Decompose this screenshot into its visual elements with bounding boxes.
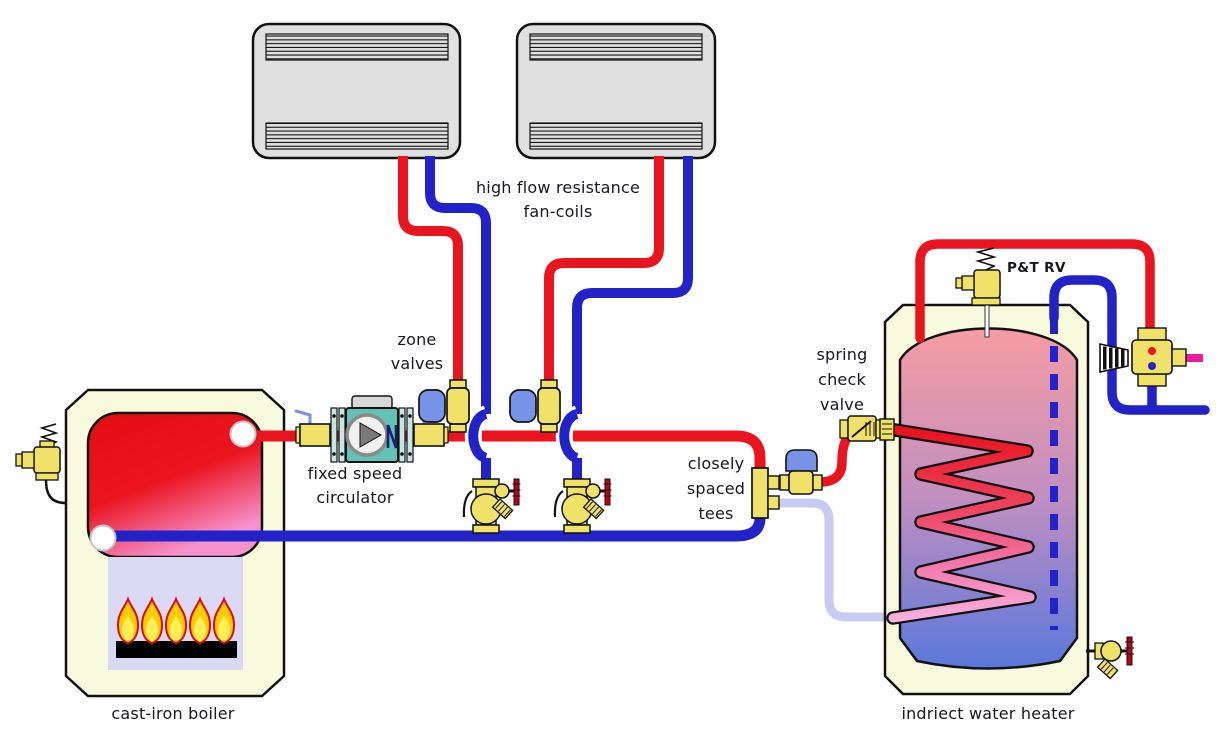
mixing-valve [1099, 327, 1187, 387]
zone-valves-label: valves [391, 354, 444, 373]
tees-label: spaced [687, 479, 745, 498]
louver-grille [265, 33, 449, 61]
fan-coils-label: high flow resistance [476, 178, 640, 197]
check-valve-label: check [818, 370, 866, 389]
zone-valves-label: zone [398, 330, 437, 349]
isolation-valve-right [413, 423, 445, 447]
supply-riser-2 [544, 156, 664, 436]
return-riser-1 [425, 156, 491, 414]
check-valve-label: valve [820, 395, 864, 414]
zone-valve-2 [509, 379, 561, 433]
cold-port-dot [1148, 362, 1156, 370]
hot-port-dot [1148, 347, 1156, 355]
circulator-label: circulator [316, 488, 394, 507]
closely-spaced-tees [751, 467, 780, 519]
cold-water-pipe [1049, 275, 1210, 415]
dhw-zone-valve [779, 449, 823, 495]
pt-relief-valve [955, 247, 1001, 338]
return-main-pipe [108, 517, 766, 542]
tees-label: tees [698, 504, 733, 523]
isolation-valve-left [299, 423, 331, 447]
isolation-handle-left [294, 409, 312, 425]
fan-coil-1 [251, 22, 462, 160]
heat-exchanger-coil [882, 422, 1037, 625]
return-riser-2 [572, 156, 693, 414]
louver-grille [529, 122, 703, 150]
tank-wall-fitting [879, 418, 895, 441]
pt-rv-label: P&T RV [1007, 260, 1066, 276]
pipe-crossover-2 [559, 409, 580, 463]
fan-coil-2 [515, 22, 717, 160]
boiler-label: cast-iron boiler [111, 704, 234, 723]
indirect-water-heater [882, 303, 1090, 696]
check-valve-label: spring [816, 345, 867, 364]
circulator-label: fixed speed [308, 464, 403, 483]
pump-symbol-n [386, 424, 398, 449]
fan-coils-label: fan-coils [524, 202, 593, 221]
tees-label: closely [688, 454, 745, 473]
spring-check-valve [839, 415, 885, 442]
burner-bar [116, 641, 237, 658]
water-heater-label: indriect water heater [901, 704, 1074, 723]
circulator [294, 395, 449, 463]
boiler-supply-port [229, 420, 257, 448]
supply-main-pipe [250, 430, 766, 470]
purge-valve-1 [462, 477, 522, 535]
dhw-hot-pipe [915, 239, 1155, 343]
purge-valve-2 [553, 477, 613, 535]
supply-riser-1 [398, 156, 463, 436]
supply-piping [250, 156, 766, 470]
cast-iron-boiler [15, 388, 286, 698]
louver-grille [265, 122, 449, 150]
louver-grille [529, 33, 703, 61]
pipe-crossover-1 [468, 409, 489, 463]
boiler-return-port [89, 524, 117, 552]
coil-return-pipe [774, 498, 907, 622]
tank-drain-valve [1086, 636, 1134, 680]
boiler-relief-valve [15, 423, 67, 505]
